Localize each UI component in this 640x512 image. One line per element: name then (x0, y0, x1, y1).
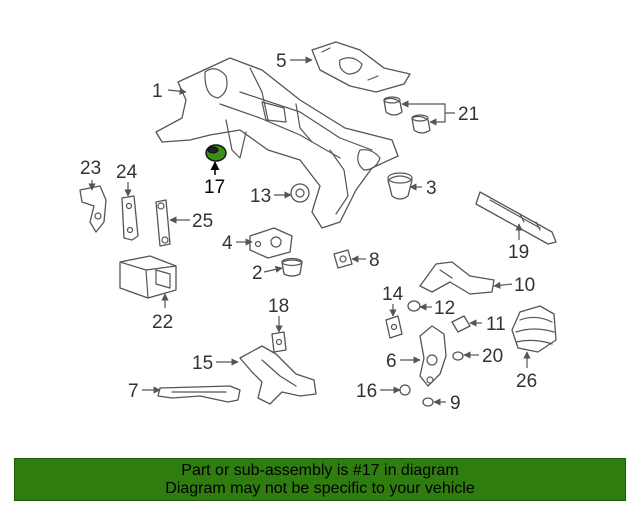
control-arm-part-10 (419, 261, 495, 295)
cover-plate-part (311, 41, 411, 93)
callout-14: 14 (382, 284, 404, 305)
bushing-part-17 (205, 144, 227, 162)
callout-19: 19 (508, 242, 529, 263)
callout-25: 25 (192, 211, 213, 232)
bushing-part-12 (407, 300, 421, 312)
callout-26: 26 (516, 371, 537, 392)
bracket-part-23 (79, 185, 107, 233)
bushing-part-13 (290, 183, 310, 203)
plate-part-24 (121, 195, 139, 241)
washer-part-9 (422, 397, 434, 407)
callout-4: 4 (222, 233, 233, 254)
parts-diagram: 1 2 3 4 5 6 7 8 9 10 11 12 13 14 15 16 1… (79, 41, 557, 414)
callout-7: 7 (128, 381, 139, 402)
bushing-part-8 (333, 249, 353, 269)
tie-bar-part (475, 191, 557, 245)
callout-5: 5 (276, 51, 287, 72)
callout-11: 11 (486, 314, 506, 335)
mount-part-3 (387, 172, 413, 200)
callout-16: 16 (356, 381, 377, 402)
callout-23: 23 (80, 158, 101, 179)
callout-24: 24 (116, 162, 138, 183)
callout-12: 12 (434, 298, 455, 319)
info-banner: Part or sub-assembly is #17 in diagram D… (14, 458, 626, 501)
banner-line-1: Part or sub-assembly is #17 in diagram (181, 461, 459, 479)
subframe-part (155, 57, 399, 229)
callout-6: 6 (386, 351, 397, 372)
knuckle-part-6 (419, 325, 447, 387)
module-part-22 (119, 255, 177, 299)
bracket-part-14 (385, 315, 403, 339)
lower-arm-part-15 (239, 345, 317, 405)
callout-1: 1 (152, 81, 163, 102)
callout-3: 3 (426, 178, 437, 199)
callout-22: 22 (152, 312, 173, 333)
bushing-part-16 (399, 384, 411, 396)
spring-mount-part-26 (511, 305, 557, 353)
leader-lines (88, 56, 531, 406)
callout-9: 9 (450, 393, 461, 414)
callout-15: 15 (192, 353, 213, 374)
callout-8: 8 (369, 250, 380, 271)
banner-line-2: Diagram may not be specific to your vehi… (165, 479, 475, 497)
bushing-part-20 (452, 351, 464, 361)
callout-13: 13 (250, 186, 271, 207)
link-part-25 (155, 199, 171, 247)
callout-18: 18 (268, 296, 289, 317)
callout-10: 10 (514, 275, 535, 296)
callout-17: 17 (204, 177, 225, 198)
trailing-link-part-7 (157, 385, 241, 403)
bushing-pair-part (383, 96, 431, 134)
callout-labels: 1 2 3 4 5 6 7 8 9 10 11 12 13 14 15 16 1… (80, 51, 537, 414)
callout-20: 20 (482, 346, 503, 367)
callout-21: 21 (458, 104, 479, 125)
bushing-part-2 (281, 257, 303, 277)
bracket-part-18 (271, 331, 287, 353)
bracket-part-4 (249, 227, 293, 259)
callout-2: 2 (252, 263, 263, 284)
